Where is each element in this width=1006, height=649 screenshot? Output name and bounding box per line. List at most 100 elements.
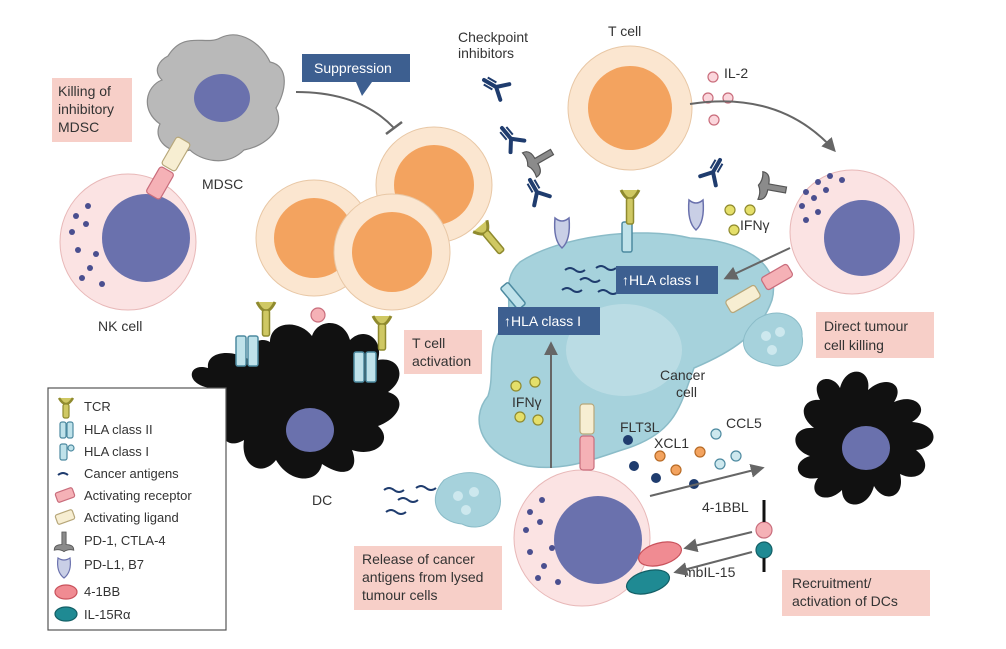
nk-cell-left bbox=[59, 173, 197, 311]
il15ra-icon bbox=[54, 606, 78, 622]
antibody-icon bbox=[698, 153, 730, 188]
flt3l-label: FLT3L bbox=[620, 419, 660, 435]
mdsc-label: MDSC bbox=[202, 176, 243, 192]
hla-up-right-box bbox=[616, 266, 718, 294]
nk-cell-left-label: NK cell bbox=[98, 318, 142, 334]
hla-up-center-box bbox=[498, 307, 600, 335]
killing-mdsc-text-3: MDSC bbox=[58, 119, 99, 135]
legend-label: Cancer antigens bbox=[84, 466, 179, 481]
tcr-icon bbox=[619, 188, 641, 226]
ifng-left-label: IFNγ bbox=[512, 394, 542, 410]
legend-box bbox=[47, 387, 227, 631]
recruitment-text: Recruitment/ bbox=[792, 575, 871, 591]
checkpoint-label-2: inhibitors bbox=[458, 45, 514, 61]
t-cell-label: T cell bbox=[608, 23, 641, 39]
hla-up-right-label: ↑HLA class I bbox=[622, 272, 699, 288]
antibody-icon bbox=[493, 120, 527, 155]
lysed-vesicles-left bbox=[453, 487, 479, 515]
ifng-right-arrow bbox=[723, 247, 791, 280]
hla-class-ii-icon bbox=[59, 421, 74, 439]
suppression-label: Suppression bbox=[314, 60, 392, 76]
il2-dots bbox=[702, 71, 734, 126]
mdsc-nucleus bbox=[194, 74, 250, 122]
pd1-icon bbox=[520, 139, 560, 179]
hla-up-center-label: ↑HLA class I bbox=[504, 313, 581, 329]
legend-label: IL-15Rα bbox=[84, 607, 131, 622]
direct-killing-text: Direct tumour bbox=[824, 318, 908, 334]
tcr-icon bbox=[255, 300, 277, 338]
4-1bbl-label: 4-1BBL bbox=[702, 499, 749, 515]
activating-receptor-left bbox=[146, 136, 191, 200]
t-activation-text-2: activation bbox=[412, 353, 471, 369]
dc-left-nucleus bbox=[286, 408, 334, 452]
ccl5-label: CCL5 bbox=[726, 415, 762, 431]
cancer-cell-label: Cancer bbox=[660, 367, 705, 383]
ifng-dots-right bbox=[724, 204, 756, 236]
antibody-icon bbox=[477, 70, 512, 102]
antibody-icon bbox=[520, 173, 552, 208]
lysed-vesicles-right bbox=[761, 327, 785, 355]
t-activation-box bbox=[404, 330, 482, 374]
release-text: Release of cancer bbox=[362, 551, 475, 567]
4-1bb-on-nk bbox=[637, 541, 683, 567]
recruitment-text-2: activation of DCs bbox=[792, 593, 898, 609]
ifng-dots-left bbox=[510, 376, 544, 426]
dc-label: DC bbox=[312, 492, 332, 508]
t-activation-text: T cell bbox=[412, 335, 445, 351]
hla-class-i-icon bbox=[59, 443, 75, 461]
activating-receptor-icon bbox=[54, 487, 76, 503]
t-cell-top bbox=[567, 45, 693, 171]
release-text-2: antigens from lysed bbox=[362, 569, 483, 585]
4-1bb-icon bbox=[54, 584, 78, 600]
release-box bbox=[354, 546, 502, 610]
killing-mdsc-text: Killing of bbox=[58, 83, 111, 99]
tcr-icon bbox=[57, 397, 75, 419]
4-1bb-dot bbox=[310, 307, 326, 323]
direct-killing-text-2: cell killing bbox=[824, 337, 884, 353]
legend-label: PD-L1, B7 bbox=[84, 557, 144, 572]
mbil15-on-dc bbox=[755, 541, 773, 559]
hla-ii-on-dc bbox=[235, 335, 377, 383]
killing-mdsc-text-2: inhibitory bbox=[58, 101, 114, 117]
t-cell-left-3 bbox=[333, 193, 451, 311]
suppression-box bbox=[302, 54, 410, 96]
killing-mdsc-box bbox=[52, 78, 132, 142]
activating-receptor-right bbox=[725, 263, 793, 314]
recruitment-box bbox=[782, 570, 930, 616]
pd1-ctla4-icon bbox=[53, 531, 75, 553]
il2-arrow bbox=[689, 100, 836, 153]
cancer-antigens-in-cell bbox=[561, 265, 619, 295]
legend-label: HLA class I bbox=[84, 444, 149, 459]
legend-label: HLA class II bbox=[84, 422, 153, 437]
nk-cell-right bbox=[789, 169, 915, 295]
checkpoint-label: Checkpoint bbox=[458, 29, 528, 45]
lysed-tumour-cell-right bbox=[743, 312, 804, 367]
il2-label: IL-2 bbox=[724, 65, 748, 81]
pdl1-icon bbox=[687, 199, 705, 231]
4-1bbl-on-dc bbox=[755, 521, 773, 539]
suppression-inhibit-bar bbox=[385, 121, 403, 135]
chemokine-arrow bbox=[649, 463, 765, 497]
hla-class-i-on-cancer bbox=[500, 221, 633, 310]
pdl1-b7-icon bbox=[57, 556, 71, 579]
legend: TCR HLA class II HLA class I Cancer anti… bbox=[47, 387, 227, 631]
legend-label: TCR bbox=[84, 399, 111, 414]
activating-receptor-bottom bbox=[579, 403, 595, 471]
ifng-right-label: IFNγ bbox=[740, 217, 770, 233]
chemokine-dots bbox=[623, 428, 742, 489]
released-antigens bbox=[383, 485, 437, 515]
mbil15-arrow bbox=[673, 551, 753, 576]
direct-killing-box bbox=[816, 312, 934, 358]
4-1bbl-arrow bbox=[683, 531, 753, 553]
legend-label: PD-1, CTLA-4 bbox=[84, 533, 166, 548]
release-text-3: tumour cells bbox=[362, 587, 437, 603]
activating-ligand-icon bbox=[54, 509, 76, 525]
cancer-cell-label-2: cell bbox=[676, 384, 697, 400]
pd1-icon bbox=[755, 170, 790, 205]
xcl1-label: XCL1 bbox=[654, 435, 689, 451]
dc-right-nucleus bbox=[842, 426, 890, 470]
tcr-icon bbox=[471, 218, 511, 260]
cancer-antigen-icon bbox=[57, 472, 69, 476]
il15ra-on-nk bbox=[625, 569, 671, 595]
